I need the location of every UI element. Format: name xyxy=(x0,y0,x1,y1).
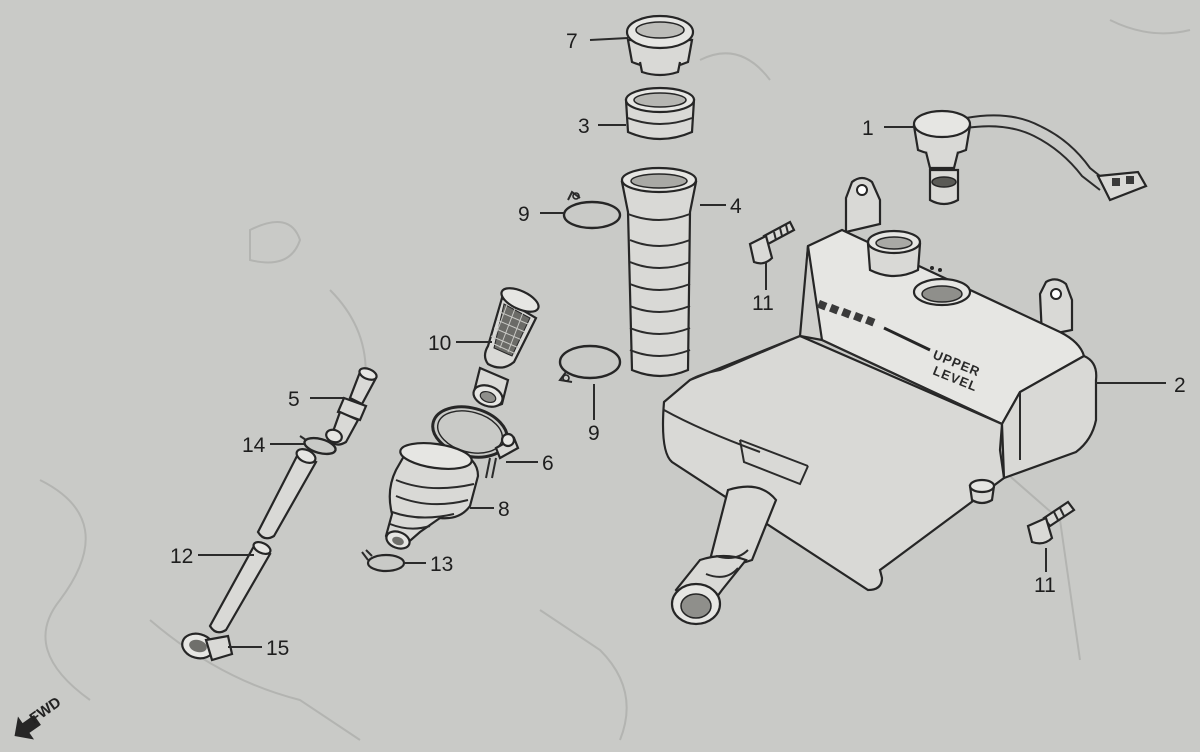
callout-3: 3 xyxy=(578,115,590,138)
callout-5: 5 xyxy=(288,388,300,411)
part-4-filler-hose xyxy=(620,166,698,378)
part-11-bolt-lower xyxy=(1026,500,1076,545)
callout-2: 2 xyxy=(1174,374,1186,397)
tank-molded-marking xyxy=(817,299,931,352)
callout-15: 15 xyxy=(266,637,289,660)
callout-11-upper: 11 xyxy=(752,292,774,315)
callout-11-lower: 11 xyxy=(1034,574,1056,597)
part-12-tube-upper xyxy=(256,448,318,540)
callout-9-upper: 9 xyxy=(518,203,530,226)
callout-14: 14 xyxy=(242,434,266,457)
part-3-grommet xyxy=(624,86,696,141)
part-12-tube-lower xyxy=(208,540,272,634)
part-10-strainer xyxy=(472,287,540,408)
part-11-bolt-upper xyxy=(748,220,796,265)
part-8-rubber-boot xyxy=(384,442,480,550)
callout-8: 8 xyxy=(498,498,510,521)
callout-numbers: 7 3 4 9 1 2 11 11 9 10 5 14 6 8 13 12 15 xyxy=(170,30,1186,660)
fwd-direction-indicator: FWD xyxy=(14,694,65,740)
fwd-label: FWD xyxy=(27,694,65,728)
part-15-clamp xyxy=(181,632,234,662)
callout-12: 12 xyxy=(170,545,193,568)
part-9-clip-lower xyxy=(558,344,622,383)
part-1-level-sensor xyxy=(912,109,1148,206)
callout-13: 13 xyxy=(430,553,453,576)
callout-9-lower: 9 xyxy=(588,422,600,445)
part-2-reservoir-tank: UPPER LEVEL xyxy=(661,176,1098,626)
leader-lines xyxy=(198,37,1166,648)
callout-4: 4 xyxy=(730,195,742,218)
part-9-clip-upper xyxy=(562,190,622,230)
part-14-clip xyxy=(299,435,337,456)
callout-10: 10 xyxy=(428,332,451,355)
callout-6: 6 xyxy=(542,452,554,475)
part-13-small-clip xyxy=(361,549,406,573)
callout-7: 7 xyxy=(566,30,578,53)
fwd-arrow-icon xyxy=(14,715,41,740)
part-5-joint xyxy=(325,367,378,446)
callout-1: 1 xyxy=(862,117,874,140)
part-7-cap xyxy=(625,14,695,77)
